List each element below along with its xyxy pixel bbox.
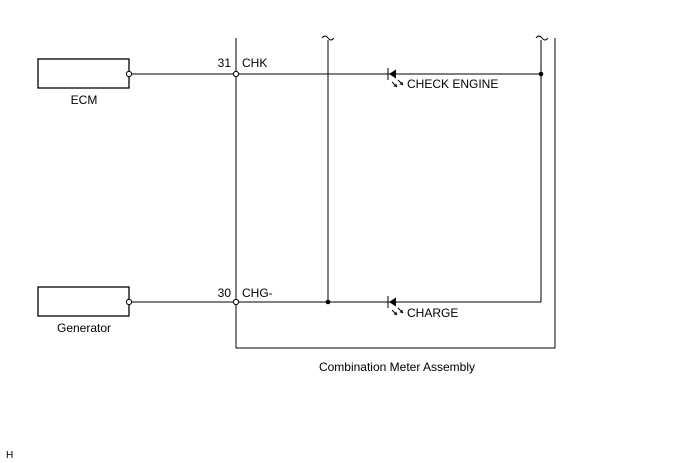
chg-pin-number: 30 bbox=[218, 286, 232, 300]
ecm-label: ECM bbox=[71, 93, 98, 107]
check-engine-label: CHECK ENGINE bbox=[407, 77, 498, 91]
generator-pin bbox=[125, 298, 133, 306]
charge-lamp-icon bbox=[387, 296, 404, 316]
break-mark-left bbox=[321, 35, 335, 41]
generator-box bbox=[37, 286, 130, 317]
chk-pin-number: 31 bbox=[218, 56, 232, 70]
ecm-box bbox=[37, 58, 130, 89]
chg-terminal-name: CHG- bbox=[242, 286, 273, 300]
charge-label: CHARGE bbox=[407, 306, 458, 320]
break-mark-right bbox=[535, 35, 549, 41]
generator-label: Generator bbox=[57, 321, 111, 335]
chk-terminal-name: CHK bbox=[242, 56, 267, 70]
chg-terminal bbox=[232, 298, 240, 306]
footnote: H bbox=[6, 450, 13, 461]
chk-junction bbox=[538, 71, 544, 77]
ecm-pin bbox=[125, 70, 133, 78]
meter-label: Combination Meter Assembly bbox=[319, 360, 475, 374]
chg-junction bbox=[325, 299, 331, 305]
check-engine-lamp-icon bbox=[387, 68, 404, 88]
chk-terminal bbox=[232, 70, 240, 78]
meter-enclosure bbox=[235, 38, 556, 349]
